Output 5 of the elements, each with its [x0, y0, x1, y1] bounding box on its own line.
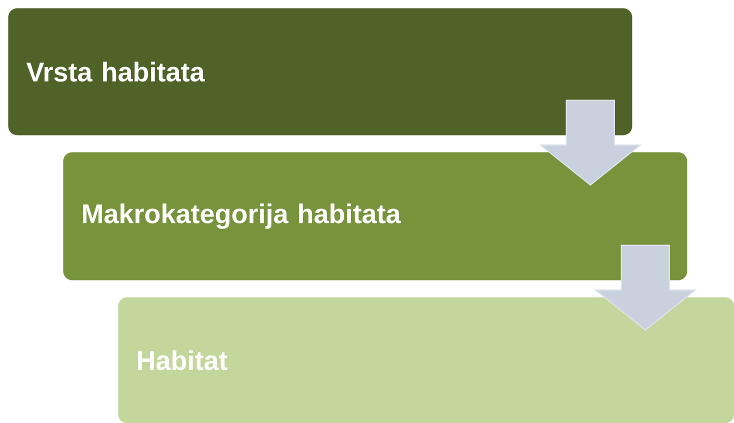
arrow [538, 100, 642, 186]
arrow [594, 244, 698, 331]
process-box: Vrsta habitata [8, 8, 632, 136]
process-box: Makrokategorija habitata [63, 152, 688, 280]
process-box: Habitat [118, 297, 734, 423]
